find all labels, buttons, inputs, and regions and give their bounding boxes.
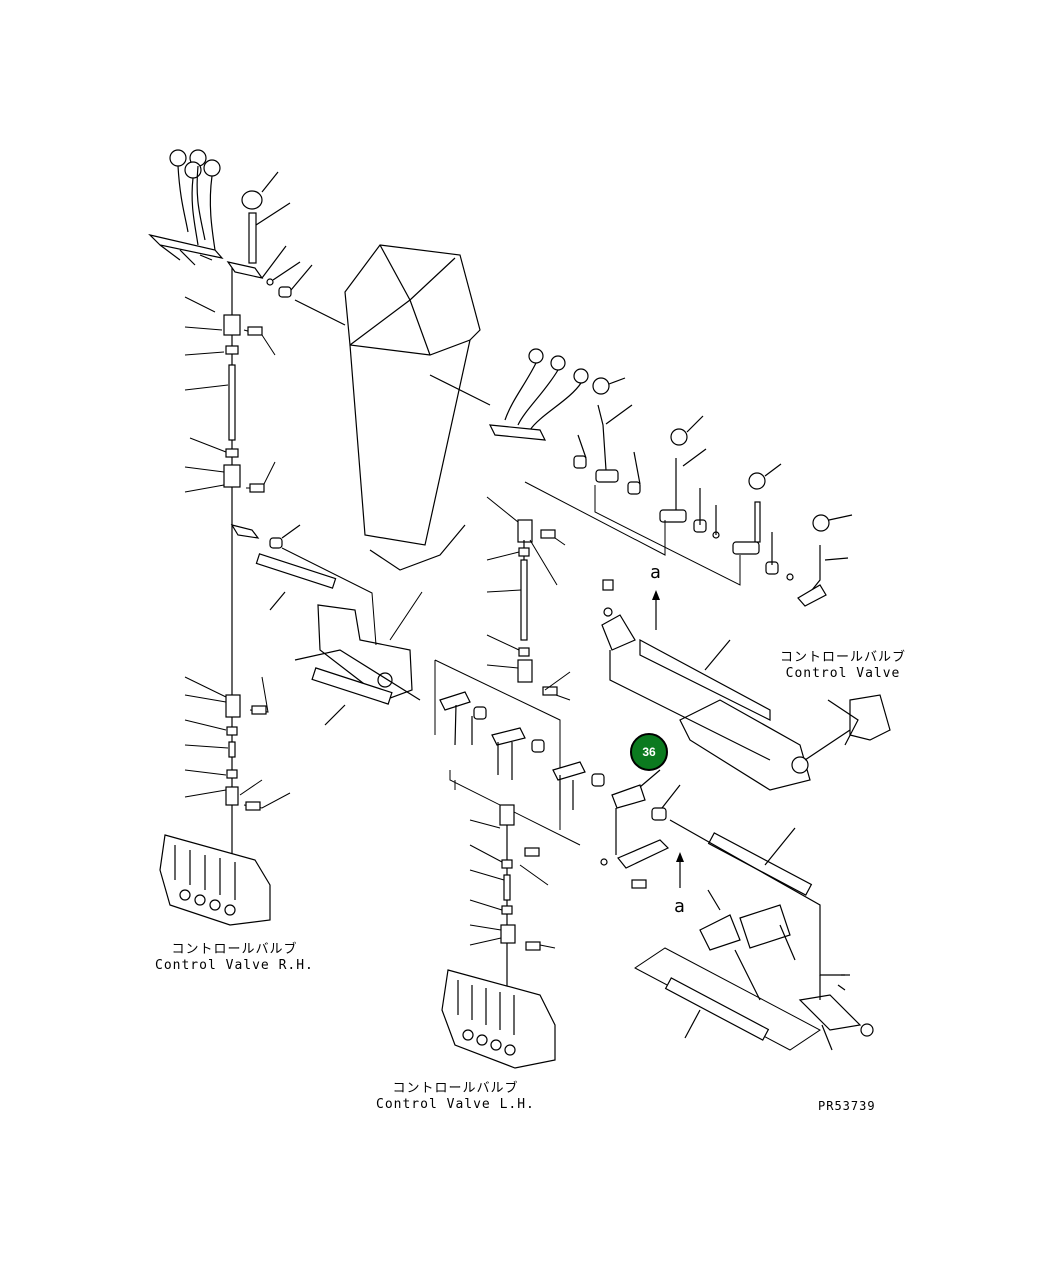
label-control-valve-rh-en: Control Valve R.H. bbox=[155, 958, 314, 973]
label-control-valve-top-en: Control Valve bbox=[785, 666, 901, 681]
label-control-valve-lh-en: Control Valve L.H. bbox=[376, 1097, 535, 1112]
left-rod-assembly bbox=[184, 268, 291, 860]
view-mark-a-lower: a bbox=[674, 896, 685, 917]
lever-cluster-top-left bbox=[148, 149, 224, 266]
center-plates bbox=[434, 659, 681, 1000]
view-arrows bbox=[652, 590, 684, 888]
control-valve-rh bbox=[159, 834, 271, 926]
pedal-assembly-right bbox=[601, 579, 891, 791]
callout-36[interactable]: 36 bbox=[630, 733, 668, 771]
right-lever-links bbox=[524, 415, 853, 607]
label-control-valve-rh-jp: コントロールバルブ bbox=[171, 942, 298, 957]
label-control-valve-top: コントロールバルブ Control Valve bbox=[780, 650, 906, 682]
callout-36-label: 36 bbox=[642, 745, 656, 759]
label-control-valve-rh: コントロールバルブ Control Valve R.H. bbox=[155, 942, 314, 974]
drawing-number: PR53739 bbox=[818, 1099, 876, 1113]
console-body bbox=[294, 244, 491, 571]
lower-right-shaft bbox=[634, 819, 874, 1051]
lever-cluster-center bbox=[488, 348, 641, 495]
mid-links bbox=[255, 496, 571, 726]
view-mark-a-upper: a bbox=[650, 562, 661, 583]
label-control-valve-lh: コントロールバルブ Control Valve L.H. bbox=[376, 1081, 535, 1113]
knob-top bbox=[226, 171, 313, 298]
control-valve-lh bbox=[441, 969, 556, 1069]
label-control-valve-lh-jp: コントロールバルブ bbox=[392, 1081, 519, 1096]
label-control-valve-top-jp: コントロールバルブ bbox=[780, 650, 907, 665]
